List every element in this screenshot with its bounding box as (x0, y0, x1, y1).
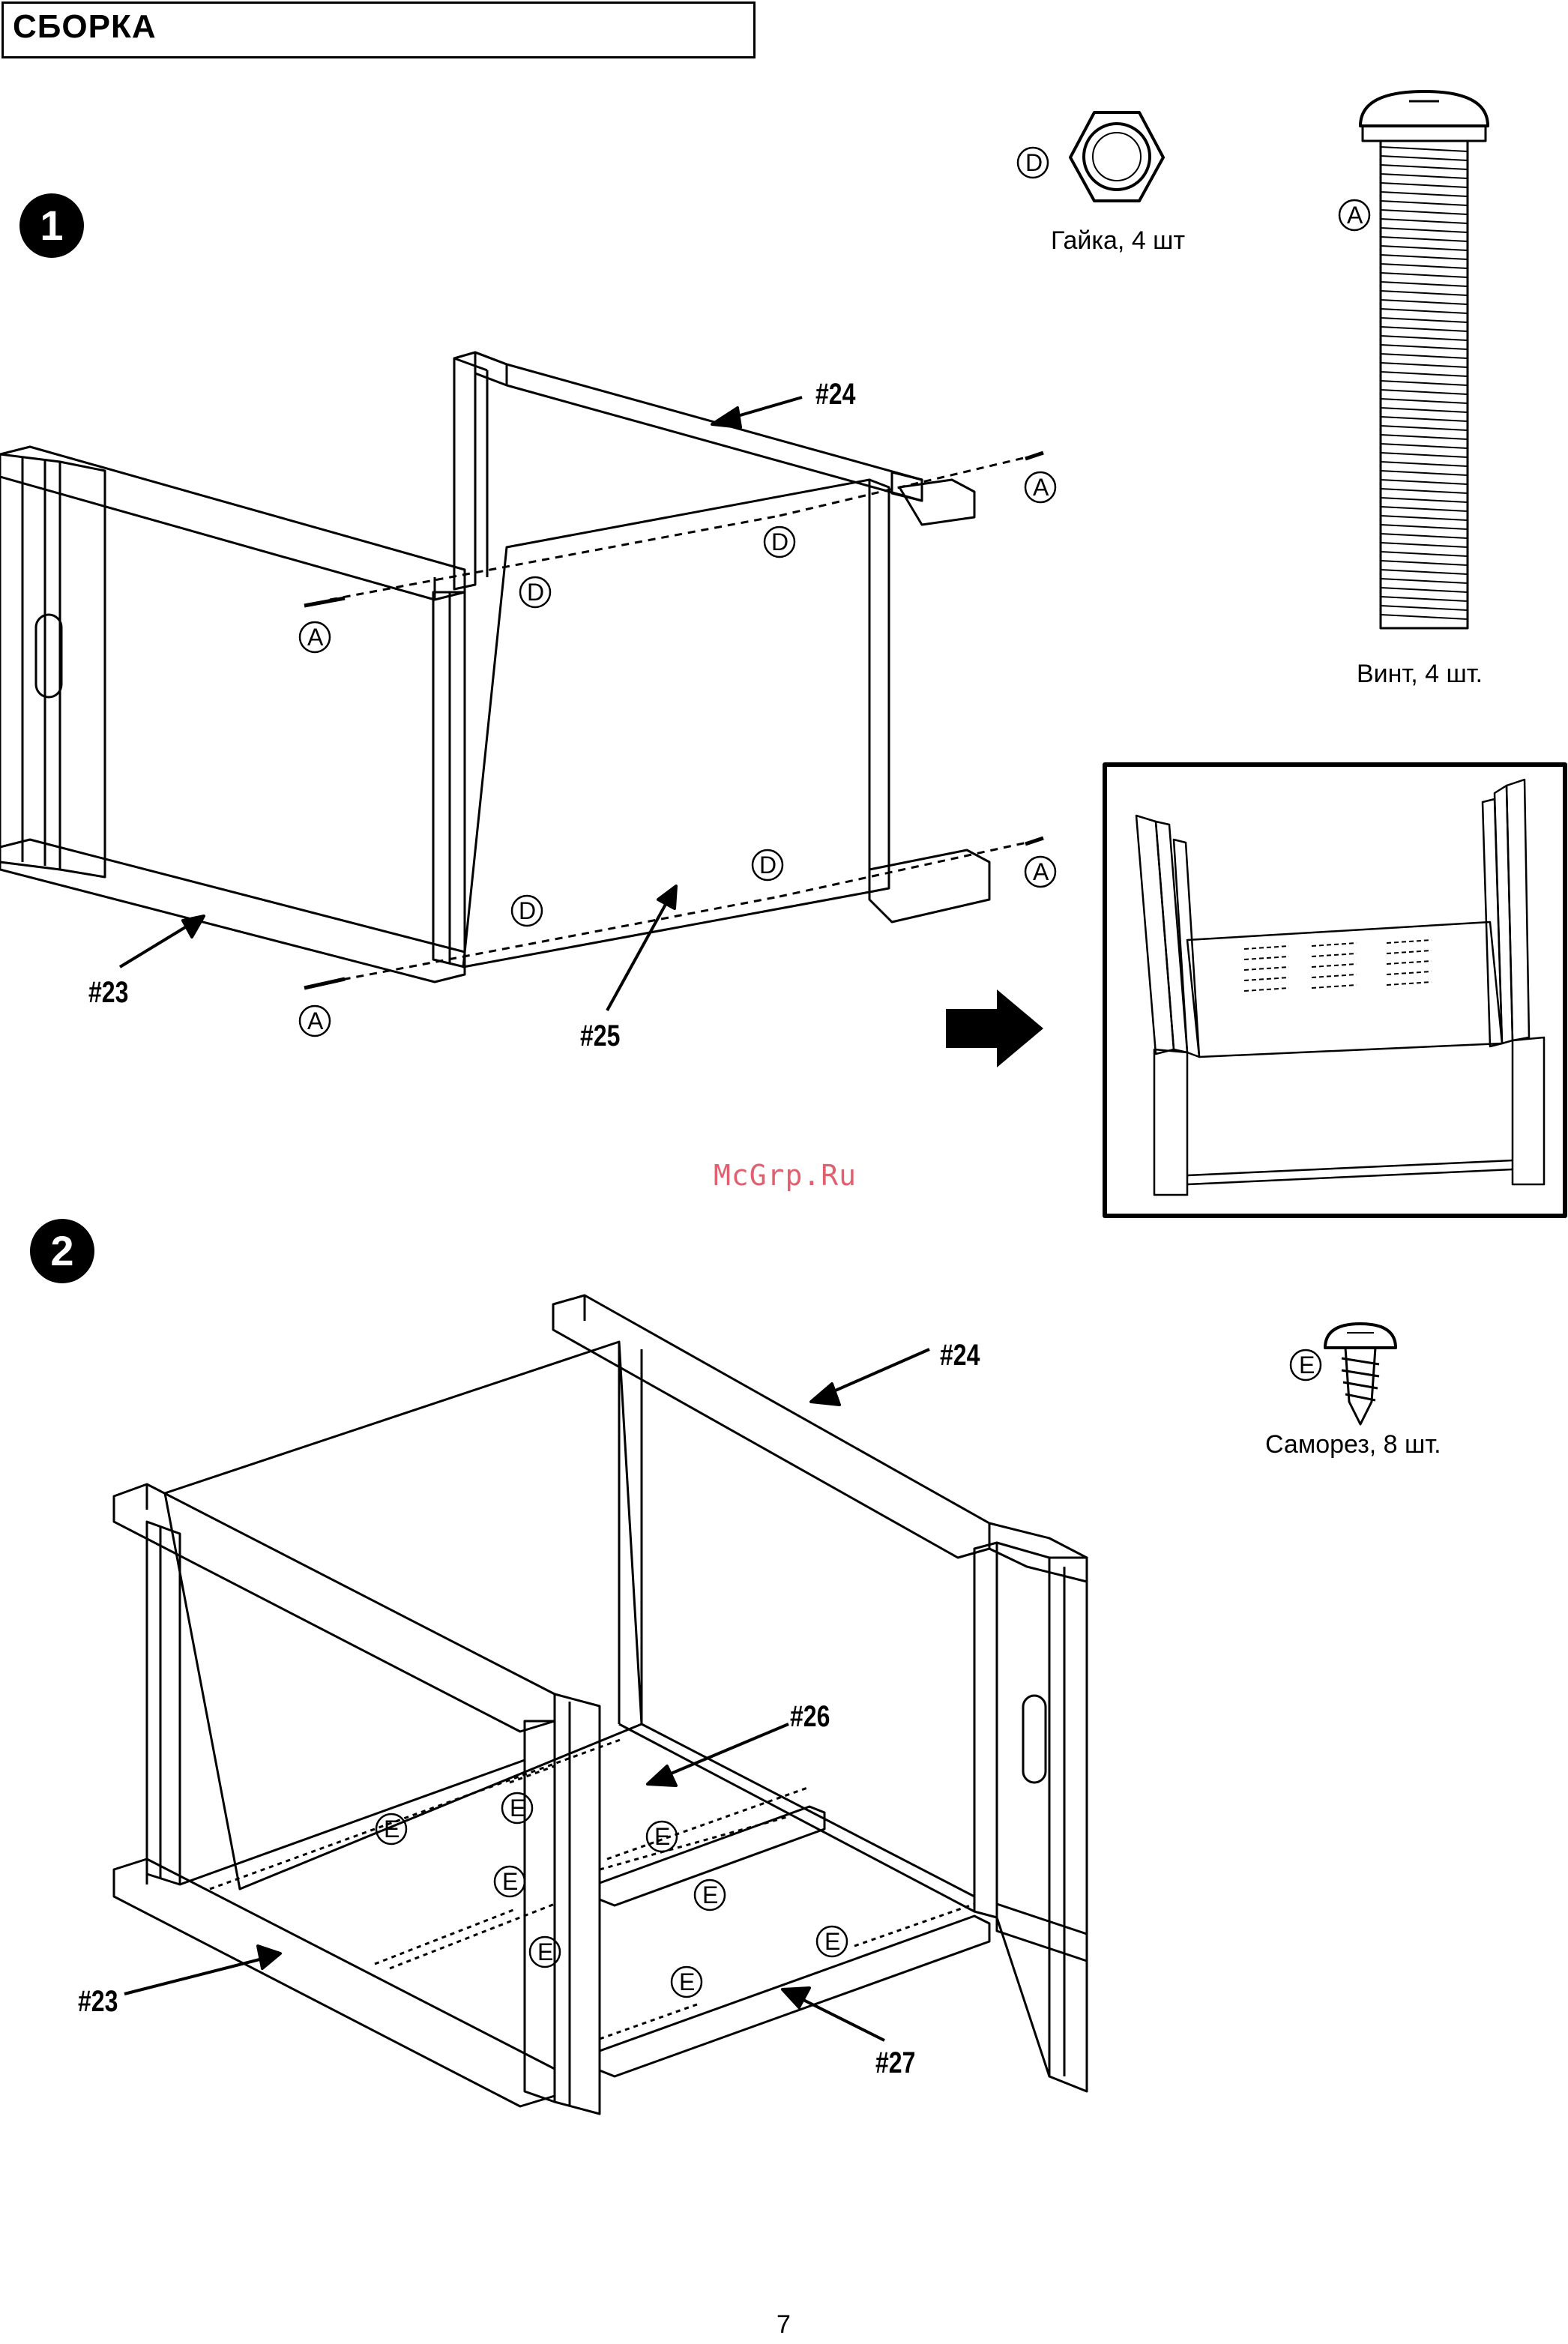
step2-frame (114, 1295, 1087, 2114)
callout-e: E (679, 1968, 695, 1996)
step2-arrows (124, 1349, 929, 2040)
step2-label-26: #26 (790, 1700, 830, 1734)
callout-e: E (384, 1816, 399, 1843)
callout-d: D (759, 852, 777, 879)
callout-e: E (702, 1881, 718, 1909)
callout-d: D (771, 528, 788, 556)
nut-icon (1070, 112, 1163, 201)
step1-frame (0, 352, 989, 982)
callout-e: E (502, 1868, 518, 1896)
callout-a: A (1033, 858, 1049, 886)
step2-label-23: #23 (78, 1985, 118, 2019)
watermark: McGrp.Ru (714, 1159, 857, 1192)
step1-label-25: #25 (580, 1019, 620, 1053)
step1-label-24: #24 (815, 378, 855, 412)
step2-label-24: #24 (940, 1339, 980, 1373)
screw-callout-letter: E (1299, 1352, 1315, 1379)
step1-arrows (120, 397, 802, 1010)
step2-callout-circles (376, 1793, 847, 1997)
callout-e: E (824, 1928, 840, 1956)
step2-screw-paths (210, 1739, 974, 2039)
bolt-caption: Винт, 4 шт. (1357, 660, 1483, 689)
callout-e: E (537, 1938, 553, 1966)
step1-callout-circles (300, 472, 1055, 1036)
step1-label-23: #23 (88, 976, 128, 1010)
screw-caption: Саморез, 8 шт. (1265, 1430, 1441, 1459)
bolt-callout-letter: A (1347, 202, 1363, 229)
nut-caption: Гайка, 4 шт (1051, 226, 1185, 256)
arrow-right-icon (946, 989, 1043, 1067)
bolt-thread-lines (1381, 147, 1468, 619)
detail-inset-drawing (1136, 780, 1544, 1195)
callout-d: D (527, 579, 544, 606)
callout-a: A (307, 624, 323, 651)
screw-icon (1325, 1324, 1396, 1424)
callout-a: A (1033, 474, 1049, 501)
callout-a: A (307, 1007, 323, 1035)
callout-e: E (654, 1823, 670, 1851)
callout-d: D (519, 897, 536, 925)
page-number: 7 (777, 2310, 791, 2340)
callout-e: E (510, 1795, 525, 1822)
step2-label-27: #27 (875, 2046, 915, 2080)
bolt-icon (1360, 91, 1488, 628)
nut-callout-letter: D (1025, 149, 1043, 177)
